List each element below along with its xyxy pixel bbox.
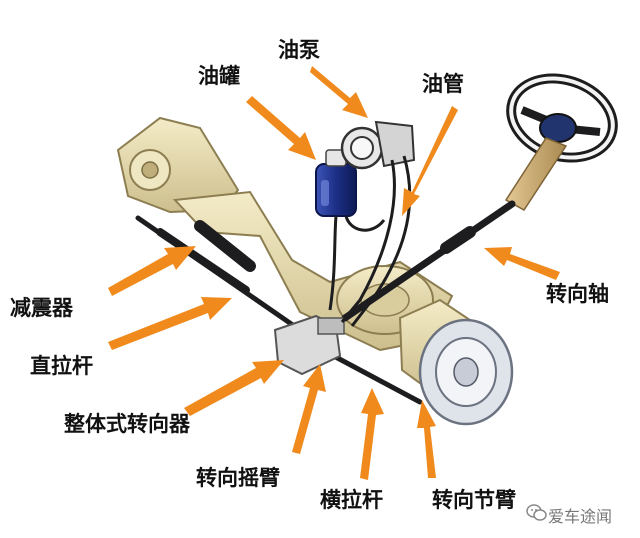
arrow-knuckle-arm	[417, 400, 436, 478]
wheel-hub	[418, 318, 514, 426]
label-oil-pump: 油泵	[278, 38, 320, 62]
wechat-icon	[526, 504, 547, 521]
label-steering-gear: 整体式转向器	[64, 412, 190, 436]
steering-gear	[273, 314, 345, 376]
arrow-shock-absorber	[108, 246, 196, 296]
arrow-drag-link	[108, 297, 232, 350]
label-oil-pipe: 油管	[422, 72, 464, 96]
label-steering-shaft: 转向轴	[546, 282, 609, 306]
drag-link	[135, 215, 303, 333]
steering-wheel	[506, 73, 618, 163]
label-pitman-arm: 转向摇臂	[196, 466, 280, 490]
arrow-oil-pump	[310, 66, 368, 118]
label-knuckle-arm: 转向节臂	[432, 488, 516, 512]
label-shock-absorber: 减震器	[10, 296, 73, 320]
oil-tank	[315, 149, 357, 217]
arrow-oil-pipe	[402, 106, 458, 216]
label-oil-tank: 油罐	[198, 64, 240, 88]
watermark-text: 爱车途闻	[548, 507, 613, 526]
oil-pump	[340, 120, 416, 170]
arrow-pitman-arm	[292, 364, 326, 454]
callout-arrows	[108, 66, 560, 480]
label-tie-rod: 横拉杆	[320, 488, 383, 512]
arrow-tie-rod	[360, 388, 384, 480]
oil-pipes	[328, 155, 412, 327]
arrow-oil-tank	[246, 96, 316, 160]
label-drag-link: 直拉杆	[30, 354, 93, 378]
arrow-steering-gear	[184, 360, 284, 416]
arrow-steering-shaft	[484, 247, 560, 280]
